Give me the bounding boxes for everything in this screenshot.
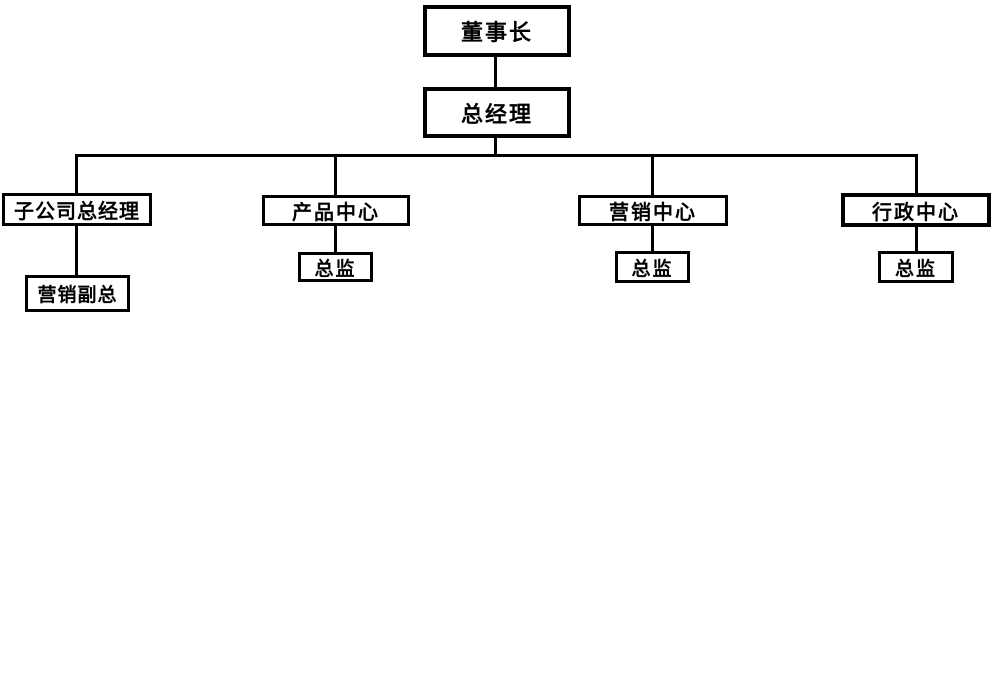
org-node-marketing-center: 营销中心 [578, 195, 728, 226]
connector-bus-to-admin-center [915, 154, 918, 194]
org-node-product-center: 产品中心 [262, 195, 410, 226]
org-node-product-director: 总监 [298, 252, 373, 282]
connector-product-to-director [334, 226, 337, 253]
connector-admin-to-director [915, 227, 918, 252]
connector-bus-to-product-center [334, 154, 337, 196]
org-node-marketing-vp: 营销副总 [25, 275, 130, 312]
org-node-admin-center: 行政中心 [841, 193, 991, 227]
org-node-marketing-director: 总监 [615, 251, 690, 283]
org-node-chairman: 董事长 [423, 5, 571, 57]
connector-gm-to-bus [494, 138, 497, 155]
connector-bus-to-marketing-center [651, 154, 654, 196]
org-node-admin-director: 总监 [878, 251, 954, 283]
connector-horizontal-bus [75, 154, 918, 157]
org-node-general-manager: 总经理 [423, 87, 571, 138]
org-node-subsidiary-gm: 子公司总经理 [2, 193, 152, 226]
connector-chairman-to-gm [494, 57, 497, 88]
connector-marketing-to-director [651, 226, 654, 252]
connector-subsidiary-to-vp [75, 226, 78, 276]
connector-bus-to-subsidiary-gm [75, 154, 78, 194]
